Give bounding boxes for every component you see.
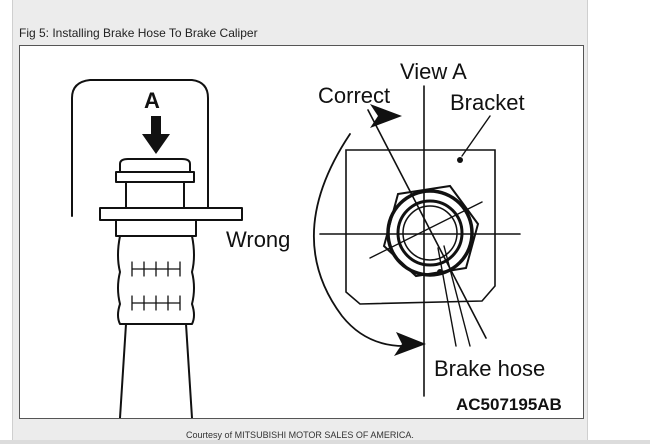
brake-hose-diagram: A View A Correct Bracket Wrong Brake hos… — [71, 59, 562, 418]
bracket-point — [457, 157, 463, 163]
fitting-outer-ring — [386, 189, 474, 277]
fitting-inner-ring — [396, 199, 464, 267]
fitting-core-ring — [402, 205, 458, 261]
hex-nut — [382, 184, 480, 278]
brake-hose-leader-b — [443, 245, 471, 347]
label-correct: Correct — [318, 83, 390, 108]
wrong-arrowhead — [394, 332, 426, 356]
label-a: A — [144, 88, 160, 113]
view-a-arrow — [142, 116, 170, 154]
bracket-outline — [71, 79, 209, 217]
bracket-plate — [99, 207, 243, 221]
bottom-bar — [0, 440, 650, 444]
hose-point — [437, 269, 443, 275]
fitting-neck — [125, 181, 185, 209]
label-brake-hose: Brake hose — [434, 356, 545, 381]
crimp-marks-top — [131, 261, 181, 277]
wrong-rotation-arc — [312, 133, 405, 347]
fitting-cap — [119, 158, 191, 173]
hose-body — [119, 323, 193, 418]
correct-angle-line — [367, 109, 487, 339]
figure-code: AC507195AB — [456, 395, 562, 414]
label-bracket: Bracket — [450, 90, 525, 115]
hose-crimp — [117, 235, 195, 325]
credit-line: Courtesy of MITSUBISHI MOTOR SALES OF AM… — [186, 430, 414, 440]
figure-caption: Fig 5: Installing Brake Hose To Brake Ca… — [19, 26, 258, 40]
correct-arrowhead — [370, 104, 402, 128]
diagram-panel: A View A Correct Bracket Wrong Brake hos… — [19, 45, 584, 419]
bracket-plate-view — [345, 149, 496, 305]
crimp-marks-bottom — [131, 295, 181, 311]
diagonal-line — [369, 201, 483, 259]
fitting-nut — [115, 171, 195, 183]
label-wrong: Wrong — [226, 227, 290, 252]
label-view-a: View A — [400, 59, 467, 84]
brake-hose-leader-a — [437, 247, 457, 347]
bracket-leader — [461, 115, 491, 157]
hose-sleeve — [115, 219, 197, 237]
